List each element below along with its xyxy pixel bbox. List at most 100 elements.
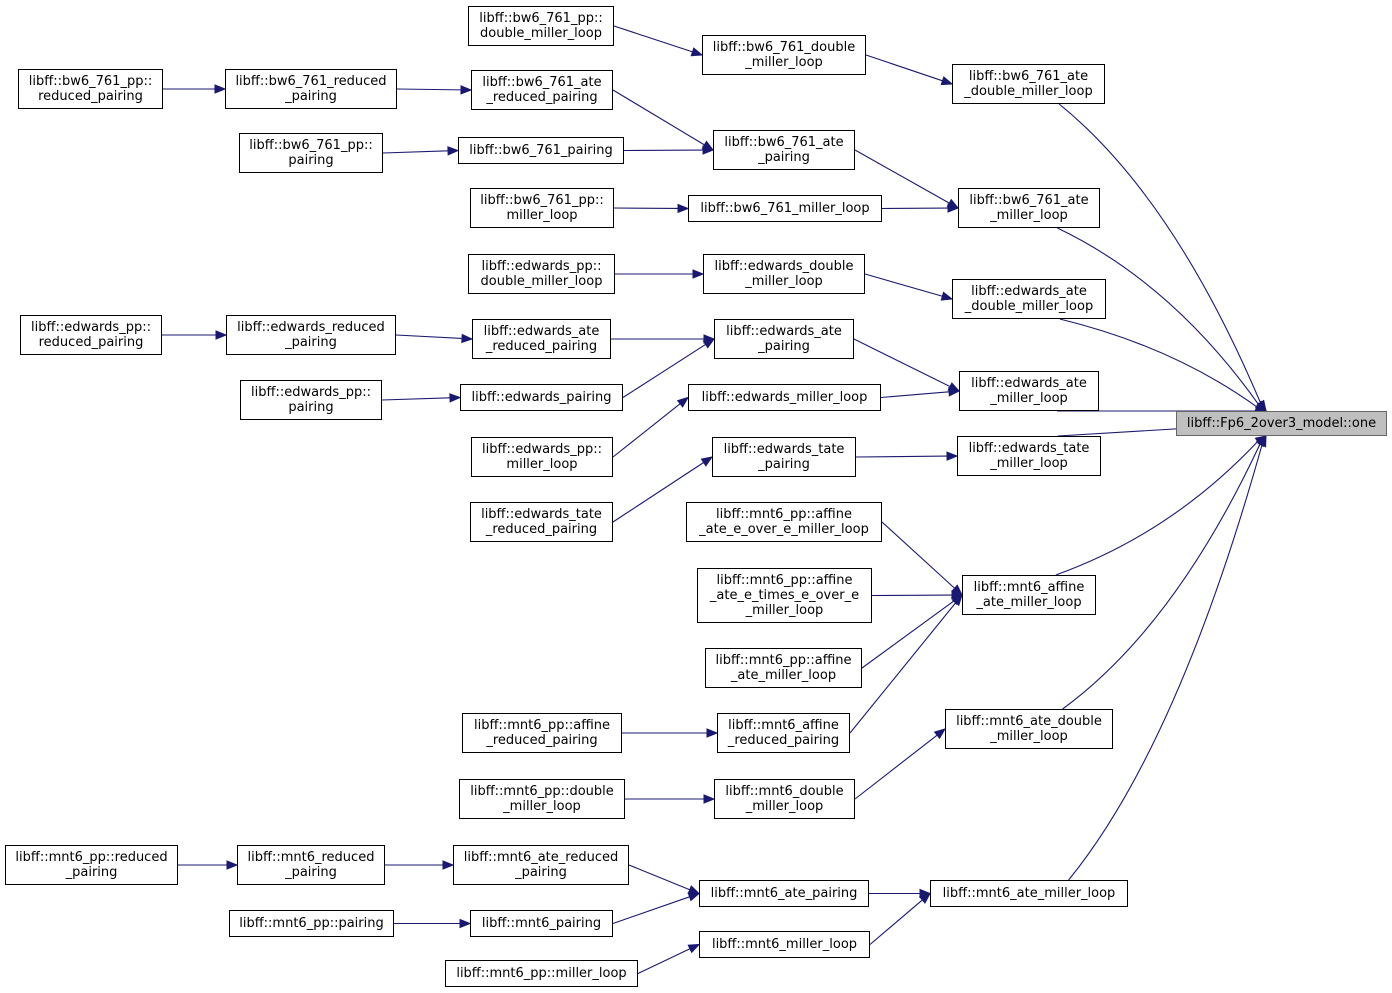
call-edge: [395, 334, 463, 340]
function-node[interactable]: libff::edwards_ate _pairing: [714, 319, 854, 359]
function-node[interactable]: libff::bw6_761_ate _pairing: [713, 130, 855, 170]
call-edge: [628, 864, 690, 891]
function-node[interactable]: libff::mnt6_ate_pairing: [699, 880, 869, 907]
arrowhead: [677, 203, 690, 214]
call-edge: [854, 734, 938, 800]
call-edge: [849, 602, 957, 734]
function-node[interactable]: libff::edwards_double _miller_loop: [703, 254, 865, 294]
function-node[interactable]: libff::edwards_ate _reduced_pairing: [472, 319, 611, 359]
function-node[interactable]: libff::mnt6_pp::affine _ate_e_over_e_mil…: [686, 502, 882, 542]
arrowhead: [461, 333, 474, 344]
arrowhead: [706, 728, 719, 738]
arrowhead: [951, 593, 963, 607]
call-edge: [854, 149, 950, 204]
function-node[interactable]: libff::bw6_761_pp:: pairing: [239, 133, 383, 173]
call-edge: [1058, 103, 1261, 403]
arrowhead: [940, 76, 954, 86]
function-node[interactable]: libff::edwards_pp:: double_miller_loop: [468, 254, 615, 294]
arrowhead: [948, 387, 961, 397]
call-edge: [381, 397, 451, 401]
call-edge: [1055, 441, 1259, 576]
call-edge: [622, 343, 706, 398]
root-function-node[interactable]: libff::Fp6_2over3_model::one: [1176, 411, 1387, 436]
function-node[interactable]: libff::mnt6_pp::pairing: [229, 910, 394, 937]
function-node[interactable]: libff::edwards_pp:: reduced_pairing: [20, 315, 162, 355]
function-node[interactable]: libff::mnt6_pp::affine _ate_miller_loop: [705, 648, 862, 688]
call-edge: [612, 403, 681, 458]
function-node[interactable]: libff::bw6_761_ate _miller_loop: [958, 188, 1100, 228]
call-edge: [853, 338, 951, 388]
function-node[interactable]: libff::mnt6_pairing: [470, 910, 613, 937]
function-node[interactable]: libff::mnt6_pp::reduced _pairing: [5, 845, 178, 885]
function-node[interactable]: libff::edwards_tate _reduced_pairing: [470, 502, 613, 542]
function-node[interactable]: libff::bw6_761_reduced _pairing: [225, 69, 397, 109]
function-node[interactable]: libff::bw6_761_pairing: [458, 137, 624, 164]
function-node[interactable]: libff::edwards_tate _pairing: [712, 437, 856, 477]
arrowhead: [933, 728, 947, 740]
function-node[interactable]: libff::mnt6_ate_double _miller_loop: [945, 709, 1113, 749]
call-edge: [855, 455, 948, 458]
arrowhead: [703, 794, 716, 804]
function-node[interactable]: libff::bw6_761_miller_loop: [688, 195, 882, 222]
call-edge: [881, 521, 955, 589]
function-node[interactable]: libff::edwards_pp:: pairing: [240, 380, 382, 420]
arrowhead: [947, 203, 960, 213]
function-node[interactable]: libff::mnt6_pp::affine _reduced_pairing: [462, 713, 622, 753]
function-node[interactable]: libff::mnt6_ate_reduced _pairing: [453, 845, 629, 885]
call-edge: [613, 25, 693, 53]
function-node[interactable]: libff::bw6_761_ate _reduced_pairing: [471, 70, 613, 110]
arrowhead: [460, 85, 473, 95]
arrowhead: [690, 47, 704, 57]
function-node[interactable]: libff::edwards_ate _double_miller_loop: [952, 279, 1106, 319]
call-edge: [880, 391, 950, 399]
function-node[interactable]: libff::mnt6_miller_loop: [699, 931, 870, 958]
function-node[interactable]: libff::bw6_761_pp:: reduced_pairing: [18, 69, 163, 109]
function-node[interactable]: libff::bw6_761_pp:: miller_loop: [470, 188, 614, 228]
call-edge: [637, 948, 691, 974]
arrowhead: [702, 338, 716, 349]
call-edge: [865, 54, 943, 82]
call-edge: [612, 462, 704, 523]
arrowhead: [676, 396, 690, 408]
call-edge: [382, 150, 449, 154]
function-node[interactable]: libff::bw6_761_double _miller_loop: [702, 35, 866, 75]
function-node[interactable]: libff::edwards_miller_loop: [688, 384, 881, 411]
call-edge: [1068, 444, 1263, 881]
function-node[interactable]: libff::bw6_761_pp:: double_miller_loop: [468, 6, 614, 46]
call-edge: [612, 896, 690, 925]
function-node[interactable]: libff::edwards_ate _miller_loop: [959, 371, 1099, 411]
arrowhead: [940, 291, 954, 301]
function-node[interactable]: libff::edwards_reduced _pairing: [226, 315, 396, 355]
arrowhead: [692, 269, 705, 279]
function-node[interactable]: libff::mnt6_ate_miller_loop: [930, 880, 1128, 907]
function-node[interactable]: libff::edwards_pairing: [460, 384, 623, 411]
arrowhead: [459, 918, 472, 929]
function-node[interactable]: libff::mnt6_double _miller_loop: [714, 779, 855, 819]
function-node[interactable]: libff::mnt6_reduced _pairing: [237, 845, 385, 885]
arrowhead: [700, 456, 714, 467]
call-edge: [1057, 227, 1259, 405]
arrowhead: [447, 146, 460, 156]
call-edge: [612, 89, 705, 146]
arrowhead: [1257, 434, 1267, 448]
function-node[interactable]: libff::mnt6_pp::affine _ate_e_times_e_ov…: [697, 568, 872, 623]
function-node[interactable]: libff::mnt6_pp::miller_loop: [445, 960, 638, 987]
function-node[interactable]: libff::mnt6_affine _ate_miller_loop: [962, 575, 1096, 615]
call-edge: [861, 600, 955, 669]
call-edge: [869, 899, 923, 945]
function-node[interactable]: libff::edwards_tate _miller_loop: [957, 436, 1101, 476]
call-edge: [1062, 443, 1261, 710]
arrowhead: [687, 885, 701, 895]
arrowhead: [215, 330, 228, 340]
arrowhead: [918, 892, 932, 904]
function-node[interactable]: libff::mnt6_affine _reduced_pairing: [717, 713, 850, 753]
arrowhead: [226, 860, 239, 870]
call-edge: [1059, 318, 1258, 408]
function-node[interactable]: libff::edwards_pp:: miller_loop: [471, 437, 613, 477]
arrowhead: [687, 943, 701, 954]
function-node[interactable]: libff::bw6_761_ate _double_miller_loop: [952, 64, 1105, 104]
call-edge: [396, 88, 462, 91]
arrowhead: [214, 84, 227, 94]
function-node[interactable]: libff::mnt6_pp::double _miller_loop: [459, 779, 625, 819]
